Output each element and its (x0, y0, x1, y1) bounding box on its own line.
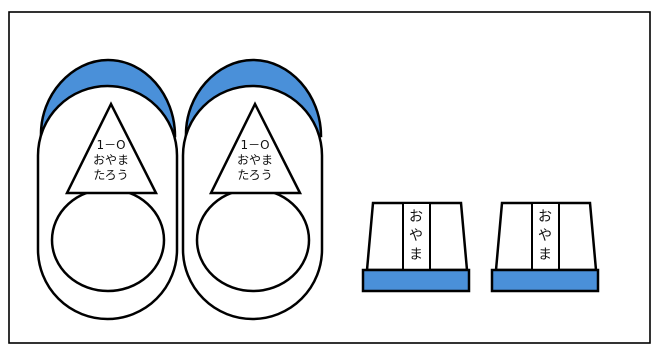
heel-sole-right (492, 270, 598, 291)
shoe-opening-left (52, 189, 164, 291)
heel-sole-left (363, 270, 469, 291)
indoor-shoe-right: 1－O おやま たろう (183, 60, 322, 319)
name-tag-surname-left: おやま (93, 153, 129, 167)
heel-tag-char-2-right: や (538, 228, 552, 244)
name-tag-surname-right: おやま (237, 153, 273, 167)
shoe-heel-right: お や ま (492, 203, 598, 291)
heel-tag-char-1-left: お (409, 209, 423, 225)
heel-tag-char-3-right: ま (538, 247, 552, 263)
shoe-heel-left: お や ま (363, 203, 469, 291)
heel-tag-char-1-right: お (538, 209, 552, 225)
name-tag-given-left: たろう (93, 168, 128, 182)
name-tag-given-right: たろう (237, 168, 272, 182)
name-tag-class-right: 1－O (240, 138, 269, 152)
name-tag-class-left: 1－O (96, 138, 125, 152)
heel-tag-char-2-left: や (409, 228, 423, 244)
indoor-shoe-left: 1－O おやま たろう (38, 60, 177, 319)
heel-tag-char-3-left: ま (409, 247, 423, 263)
shoe-opening-right (197, 189, 309, 291)
